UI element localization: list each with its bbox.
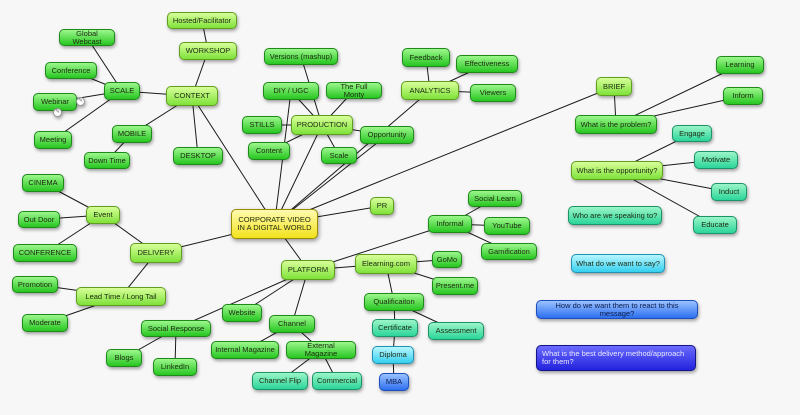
node-gomo[interactable]: GoMo — [432, 251, 462, 268]
node-global-webcast[interactable]: Global Webcast — [59, 29, 115, 46]
node-engage[interactable]: Engage — [672, 125, 712, 142]
node-linkedin[interactable]: LinkedIn — [153, 358, 197, 376]
node-event[interactable]: Event — [86, 206, 120, 224]
node-assessment[interactable]: Assessment — [428, 322, 484, 340]
node-hosted-facilitator[interactable]: Hosted/Facilitator — [167, 12, 237, 29]
node-workshop[interactable]: WORKSHOP — [179, 42, 237, 60]
node-induct[interactable]: Induct — [711, 183, 747, 201]
node-mba[interactable]: MBA — [379, 373, 409, 391]
node-mobile[interactable]: MOBILE — [112, 125, 152, 143]
node-elearning-com[interactable]: Elearning.com — [355, 254, 417, 274]
node-internal-magazine[interactable]: Internal Magazine — [211, 341, 279, 359]
node-how-do-we-want-them-to-react[interactable]: How do we want them to react to this mes… — [536, 300, 698, 319]
node-external-magazine[interactable]: External Magazine — [286, 341, 356, 359]
node-effectiveness[interactable]: Effectiveness — [456, 55, 518, 73]
node-stills[interactable]: STILLS — [242, 116, 282, 134]
node-feedback[interactable]: Feedback — [402, 48, 450, 67]
node-commercial[interactable]: Commercial — [312, 372, 362, 390]
node-desktop[interactable]: DESKTOP — [173, 147, 223, 165]
node-what-do-we-want-to-say[interactable]: What do we want to say? — [571, 254, 665, 273]
node-pr[interactable]: PR — [370, 197, 394, 215]
node-present-me[interactable]: Present.me — [432, 277, 478, 295]
node-promotion[interactable]: Promotion — [12, 276, 58, 293]
node-viewers[interactable]: Viewers — [470, 84, 516, 102]
node-channel-flip[interactable]: Channel Flip — [252, 372, 308, 390]
connector-line — [191, 95, 199, 157]
node-youtube[interactable]: YouTube — [484, 217, 530, 235]
node-conference[interactable]: Conference — [45, 62, 97, 79]
node-certificate[interactable]: Certificate — [372, 319, 418, 337]
connector-line — [191, 95, 275, 225]
node-platform[interactable]: PLATFORM — [281, 260, 335, 280]
node-inform[interactable]: Inform — [723, 87, 763, 105]
node-conference-caps[interactable]: CONFERENCE — [13, 244, 77, 262]
node-what-is-the-problem[interactable]: What is the problem? — [575, 115, 657, 134]
node-lead-time-long-tail[interactable]: Lead Time / Long Tail — [76, 287, 166, 306]
node-website[interactable]: Website — [222, 304, 262, 322]
node-analytics[interactable]: ANALYTICS — [401, 81, 459, 100]
node-brief[interactable]: BRIEF — [596, 77, 632, 96]
note-icon[interactable]: ✎ — [53, 108, 62, 117]
node-channel[interactable]: Channel — [269, 315, 315, 333]
node-what-is-the-opportunity[interactable]: What is the opportunity? — [571, 161, 663, 180]
node-who-are-we-speaking-to[interactable]: Who are we speaking to? — [568, 206, 662, 225]
node-cinema[interactable]: CINEMA — [22, 174, 64, 192]
node-best-delivery-method[interactable]: What is the best delivery method/approac… — [536, 345, 696, 371]
node-context[interactable]: CONTEXT — [166, 86, 218, 106]
node-opportunity[interactable]: Opportunity — [360, 126, 414, 144]
node-gamification[interactable]: Gamification — [481, 243, 537, 260]
note-icon[interactable]: ✎ — [76, 97, 85, 106]
node-diploma[interactable]: Diploma — [372, 346, 414, 364]
node-meeting[interactable]: Meeting — [34, 131, 72, 149]
node-the-full-monty[interactable]: The Full Monty — [326, 82, 382, 99]
central-topic[interactable]: CORPORATE VIDEO IN A DIGITAL WORLD — [231, 209, 318, 239]
node-social-learn[interactable]: Social Learn — [468, 190, 522, 207]
node-scale-production[interactable]: Scale — [321, 147, 357, 164]
node-diy-ugc[interactable]: DIY / UGC — [263, 82, 319, 100]
node-production[interactable]: PRODUCTION — [291, 115, 353, 135]
node-motivate[interactable]: Motivate — [694, 151, 738, 169]
node-qualification[interactable]: Qualificaiton — [364, 293, 424, 311]
connector-line — [615, 64, 741, 125]
node-content[interactable]: Content — [248, 142, 290, 160]
connector-line — [274, 124, 323, 225]
node-delivery[interactable]: DELIVERY — [130, 243, 182, 263]
node-social-response[interactable]: Social Response — [141, 320, 211, 337]
node-out-door[interactable]: Out Door — [18, 211, 60, 228]
node-blogs[interactable]: Blogs — [106, 349, 142, 367]
node-moderate[interactable]: Moderate — [22, 314, 68, 332]
node-educate[interactable]: Educate — [693, 216, 737, 234]
connector-line — [274, 86, 615, 225]
node-versions-mashup[interactable]: Versions (mashup) — [264, 48, 338, 65]
node-scale[interactable]: SCALE — [104, 82, 140, 100]
node-informal[interactable]: Informal — [428, 215, 472, 233]
node-down-time[interactable]: Down Time — [84, 152, 130, 169]
node-learning[interactable]: Learning — [716, 56, 764, 74]
